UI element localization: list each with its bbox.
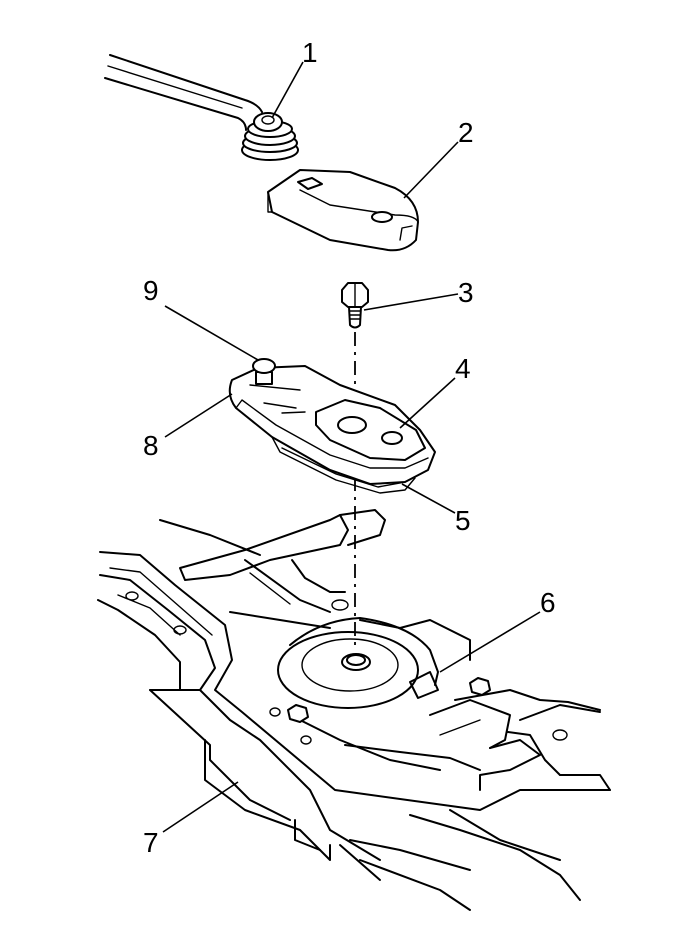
callout-1: 1 xyxy=(302,37,318,68)
callout-9: 9 xyxy=(143,275,159,306)
part-1-cable-grommet xyxy=(104,54,299,161)
callout-8: 8 xyxy=(143,430,159,461)
part-9-stud xyxy=(252,358,276,385)
leader-lines xyxy=(162,61,541,833)
base-frame-assembly xyxy=(97,509,611,911)
callout-3: 3 xyxy=(458,277,474,308)
part-5-lower-plate xyxy=(271,436,416,494)
callout-6: 6 xyxy=(540,587,556,618)
callout-2: 2 xyxy=(458,117,474,148)
callout-labels: 1 2 3 4 5 6 7 8 9 xyxy=(143,37,556,858)
callout-7: 7 xyxy=(143,827,159,858)
part-3-bolt xyxy=(341,282,369,329)
part-2-cover-plate xyxy=(267,169,419,252)
callout-4: 4 xyxy=(455,353,471,384)
part-4-plate xyxy=(315,399,426,461)
callout-5: 5 xyxy=(455,505,471,536)
